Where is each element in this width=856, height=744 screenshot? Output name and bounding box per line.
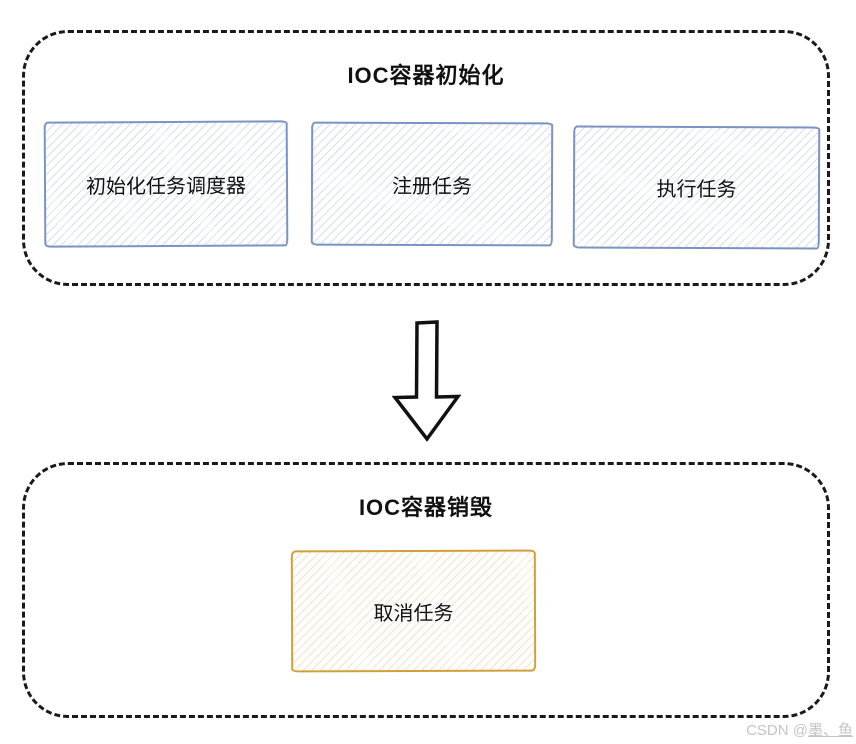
task-box-init-scheduler: 初始化任务调度器 <box>43 120 289 248</box>
section-ioc-initialization: IOC容器初始化 初始化任务调度器 注册任务 执行任务 <box>22 30 830 286</box>
task-label: 注册任务 <box>391 175 473 198</box>
task-label: 执行任务 <box>656 178 737 202</box>
task-box-execute-tasks: 执行任务 <box>572 125 821 250</box>
task-label: 取消任务 <box>373 602 454 625</box>
section-title-ioc-destruction: IOC容器销毁 <box>358 495 494 520</box>
watermark-prefix: CSDN @ <box>746 722 808 739</box>
task-box-register-tasks: 注册任务 <box>310 121 554 247</box>
section-ioc-destruction: IOC容器销毁 取消任务 <box>22 462 830 718</box>
task-box-cancel-tasks: 取消任务 <box>290 549 537 673</box>
watermark-author: 墨、鱼 <box>807 722 853 739</box>
section-title-ioc-initialization: IOC容器初始化 <box>347 63 505 88</box>
watermark: CSDN @墨、鱼 <box>746 719 853 740</box>
down-arrow-icon <box>392 320 462 442</box>
task-label: 初始化任务调度器 <box>85 175 247 198</box>
